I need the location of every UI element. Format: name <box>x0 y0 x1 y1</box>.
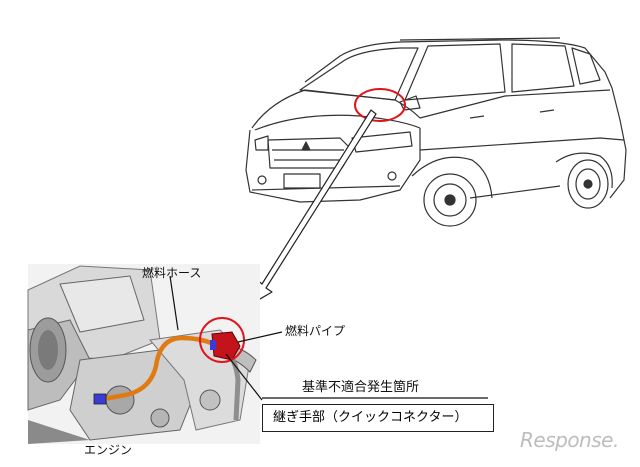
engine-bay-illustration <box>27 264 260 444</box>
pointer-arrow <box>247 109 377 307</box>
label-defect-location: 基準不適合発生箇所 <box>302 380 420 395</box>
response-watermark: Response. <box>520 428 619 452</box>
engine-side-connector <box>93 393 107 405</box>
label-engine: エンジン <box>84 443 133 457</box>
label-fuel-pipe: 燃料パイプ <box>285 324 346 338</box>
label-fuel-hose: 燃料ホース <box>142 266 202 280</box>
car-illustration <box>245 37 627 227</box>
hood-highlight-circle <box>354 88 406 122</box>
joint-callout-box: 継ぎ手部（クイックコネクター） <box>262 404 494 432</box>
fuel-hose <box>117 335 217 399</box>
connector-highlight-circle <box>199 317 245 363</box>
leader-lines <box>169 275 488 401</box>
quick-connector <box>211 331 241 361</box>
